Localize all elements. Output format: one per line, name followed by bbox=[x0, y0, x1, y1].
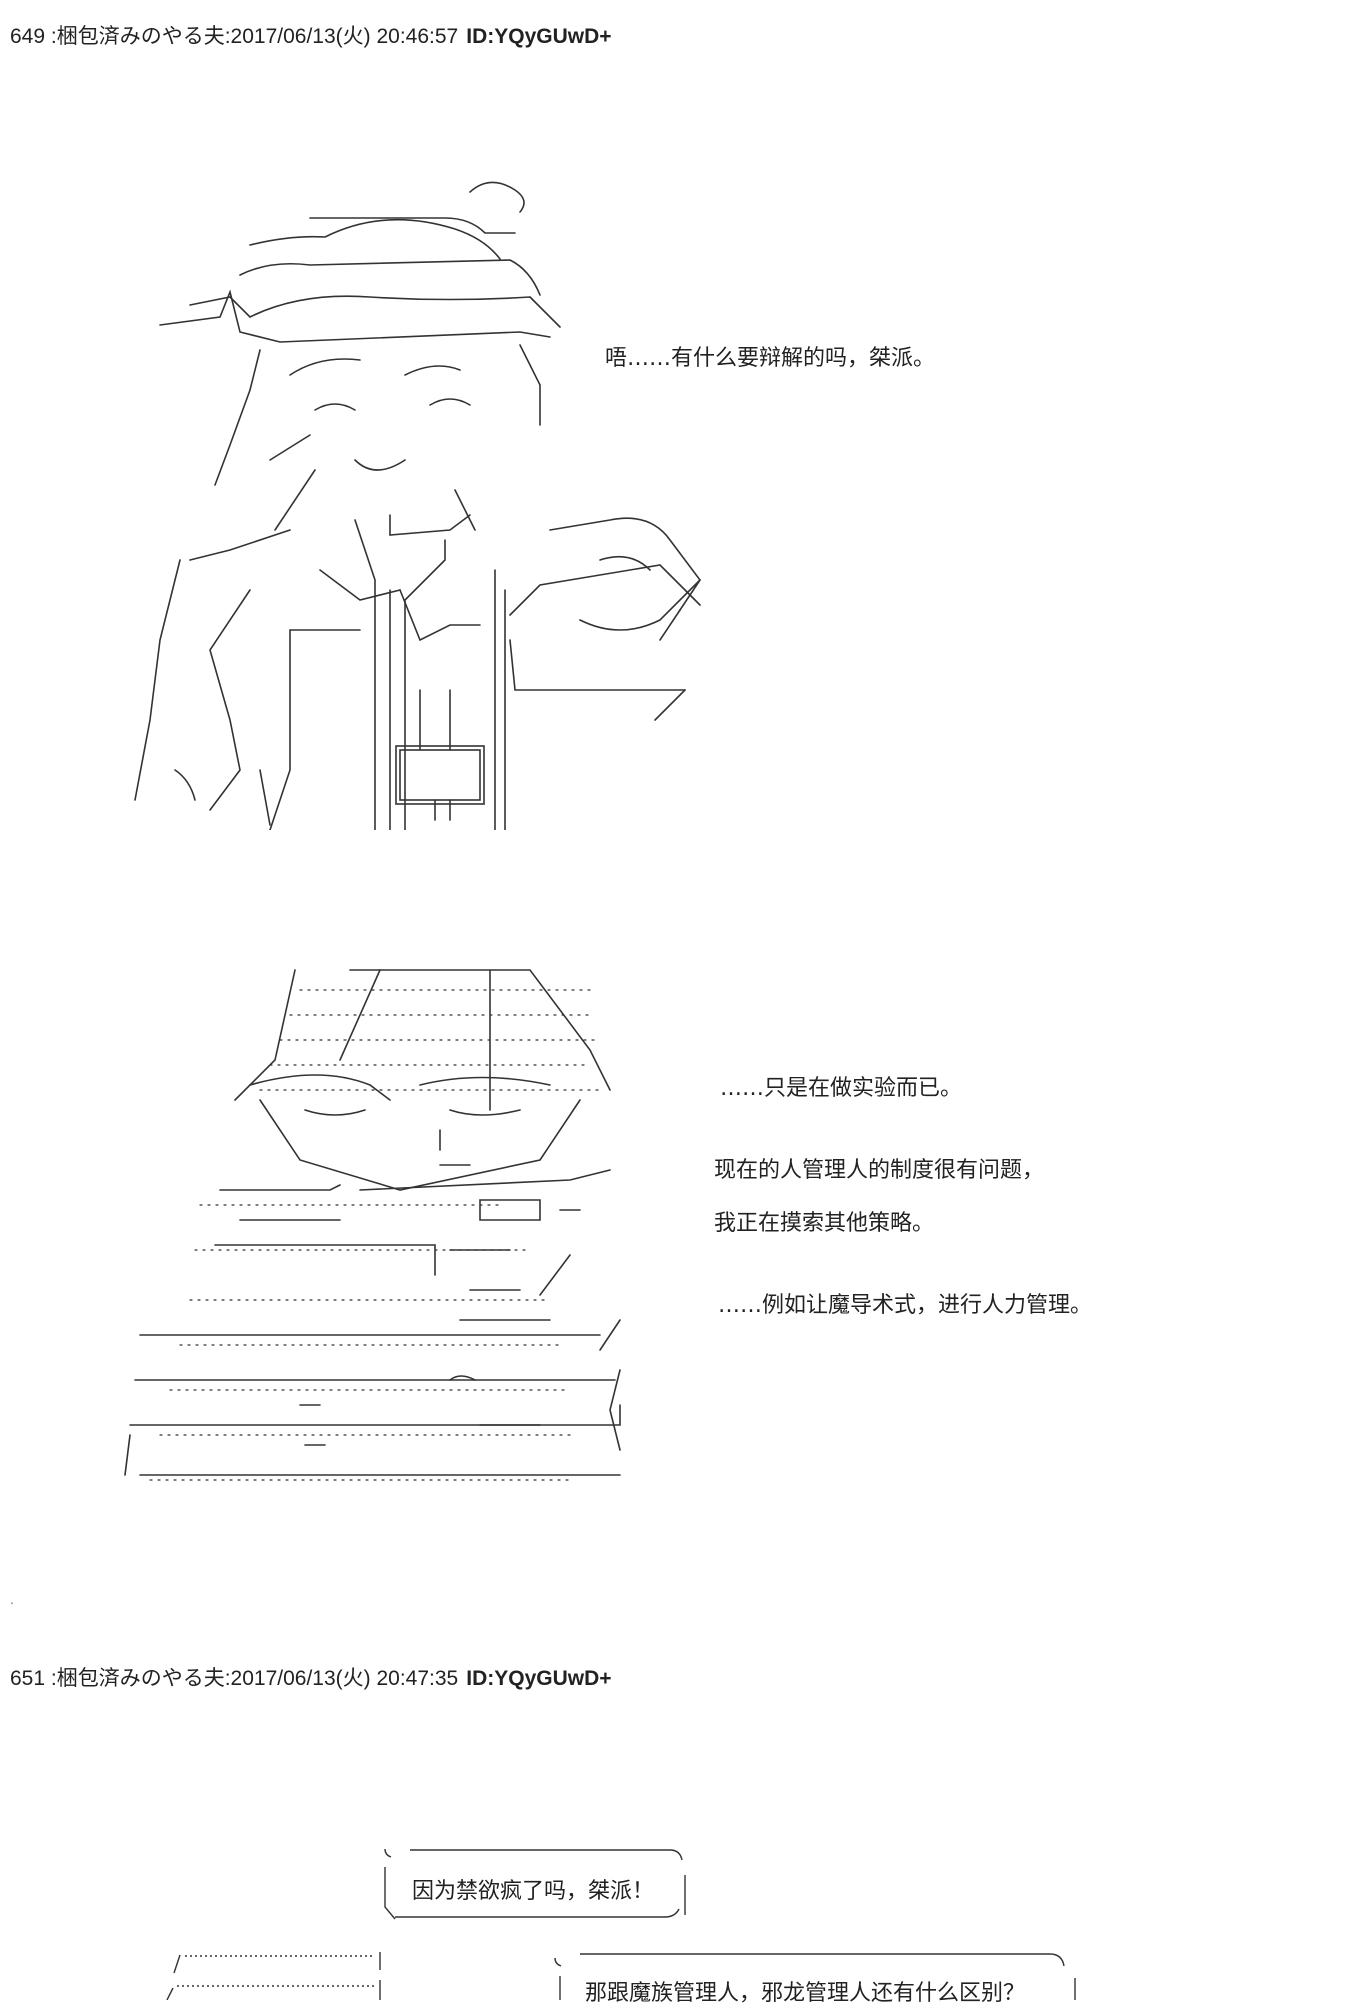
poster-name: 梱包済みのやる夫 bbox=[56, 25, 225, 48]
dialogue-line-4: 我正在摸索其他策略。 bbox=[714, 1211, 935, 1236]
post-header-651: 651 :梱包済みのやる夫:2017/06/13(火) 20:47:35 ID:Y… bbox=[10, 1662, 612, 1692]
post-number: 649 bbox=[10, 25, 46, 48]
dialogue-line-5: ……例如让魔导术式，进行人力管理。 bbox=[718, 1293, 1093, 1318]
poster-id: ID:YQyGUwD+ bbox=[466, 1667, 612, 1690]
speech-bubble-frame-1 bbox=[375, 1845, 695, 1925]
dialogue-line-1: 唔……有什么要辩解的吗，桀派。 bbox=[605, 346, 936, 371]
post-number: 651 bbox=[10, 1667, 46, 1690]
post-date: :2017/06/13(火) 20:46:57 bbox=[224, 25, 459, 48]
speech-bubble-frame-2 bbox=[550, 1950, 1090, 2000]
post-separator: : bbox=[45, 25, 57, 48]
post-header-649: 649 :梱包済みのやる夫:2017/06/13(火) 20:46:57 ID:Y… bbox=[10, 20, 612, 50]
stray-dot: . bbox=[10, 1593, 14, 1607]
speech-bubble-text-2: 那跟魔族管理人，邪龙管理人还有什么区别？ bbox=[585, 1981, 1026, 2006]
ascii-art-character-seated bbox=[120, 960, 700, 1510]
ascii-art-character-standing bbox=[100, 170, 760, 830]
poster-id: ID:YQyGUwD+ bbox=[466, 25, 612, 48]
post-date: :2017/06/13(火) 20:47:35 bbox=[224, 1667, 459, 1690]
poster-name: 梱包済みのやる夫 bbox=[56, 1667, 225, 1690]
dialogue-line-2: ……只是在做实验而已。 bbox=[720, 1076, 963, 1101]
post-separator: : bbox=[45, 1667, 57, 1690]
dialogue-line-3: 现在的人管理人的制度很有问题， bbox=[714, 1158, 1045, 1183]
speech-bubble-text-1: 因为禁欲疯了吗，桀派！ bbox=[412, 1879, 655, 1904]
ascii-art-fragment-bottom bbox=[165, 1950, 395, 2000]
